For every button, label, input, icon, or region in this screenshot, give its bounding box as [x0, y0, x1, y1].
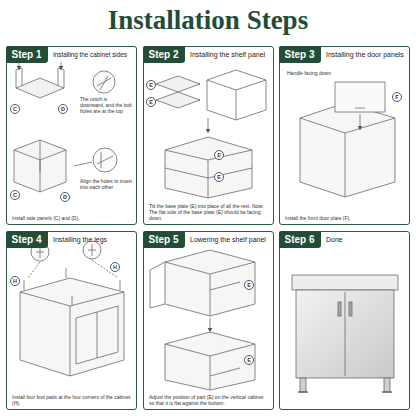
step-badge: Step 3 — [279, 46, 321, 63]
callout-letter: E — [214, 172, 224, 182]
step-panel: Installing the shelf panelTilt the base … — [143, 46, 274, 225]
callout-letter: D — [58, 104, 68, 114]
diagram-title: Installation Steps — [0, 5, 416, 36]
step-panel: Lowering the shelf panelAdjust the posit… — [143, 231, 274, 410]
callout-letter: F — [392, 92, 402, 102]
step-note: Install the front door plate (F). — [285, 215, 404, 221]
step-badge: Step 4 — [6, 231, 48, 248]
step-badge: Step 2 — [143, 46, 185, 63]
note-text: Handle facing down — [287, 70, 347, 76]
callout-letter: C — [10, 104, 20, 114]
step-heading: Installing the cabinet sides — [53, 51, 127, 58]
step-note: Install four foot pads at the four corne… — [12, 394, 131, 406]
step-badge: Step 5 — [143, 231, 185, 248]
step-heading: Lowering the shelf panel — [190, 236, 266, 243]
step-panel: Done Step 6 — [279, 231, 410, 410]
step-badge: Step 6 — [279, 231, 321, 248]
callout-letter: E — [244, 355, 254, 365]
callout-letter: D — [60, 192, 70, 202]
step-note: Install side panels (C) and (D). — [12, 215, 131, 221]
step-panel: Installing the cabinet sidesInstall side… — [6, 46, 137, 225]
step-heading: Installing the door panels — [326, 51, 404, 58]
callout-letter: E — [214, 150, 224, 160]
callout-letter: C — [10, 190, 20, 200]
callout-letter: E — [244, 280, 254, 290]
note-text: Align the holes to insert into each othe… — [80, 178, 132, 190]
callout-letter: E — [146, 97, 156, 107]
callout-letter: E — [146, 80, 156, 90]
note-text: The notch is downward, and the bolt hole… — [80, 96, 132, 114]
step-badge: Step 1 — [6, 46, 48, 63]
step-heading: Installing the legs — [53, 236, 107, 243]
step-heading: Installing the shelf panel — [190, 51, 265, 58]
callout-letter: H — [10, 276, 20, 286]
step-heading: Done — [326, 236, 343, 243]
step-panel: Installing the legsInstall four foot pad… — [6, 231, 137, 410]
step-note: Tilt the base plate (E) into place of al… — [149, 203, 268, 221]
step-note: Adjust the position of part (E) on the v… — [149, 394, 268, 406]
callout-letter: H — [110, 262, 120, 272]
